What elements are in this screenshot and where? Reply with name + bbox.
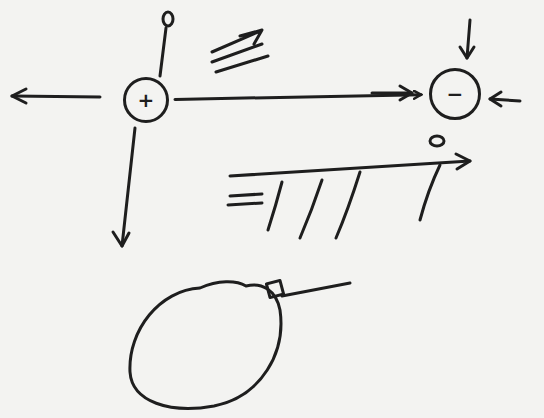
balloon-sketch xyxy=(130,280,350,408)
positive-holder xyxy=(160,12,173,76)
inward-arrow xyxy=(372,20,520,106)
downward-arrow xyxy=(113,128,135,246)
field-arrow-hatched xyxy=(228,154,470,238)
charge-sign: + xyxy=(138,90,155,110)
field-arrow xyxy=(175,95,421,100)
charge-circle: − xyxy=(429,68,481,120)
charge-sign: − xyxy=(447,84,464,104)
outward-arrow xyxy=(12,89,100,103)
negative-holder xyxy=(430,136,444,146)
charge-circle: + xyxy=(123,77,169,123)
field-lines-sketch xyxy=(212,30,268,72)
